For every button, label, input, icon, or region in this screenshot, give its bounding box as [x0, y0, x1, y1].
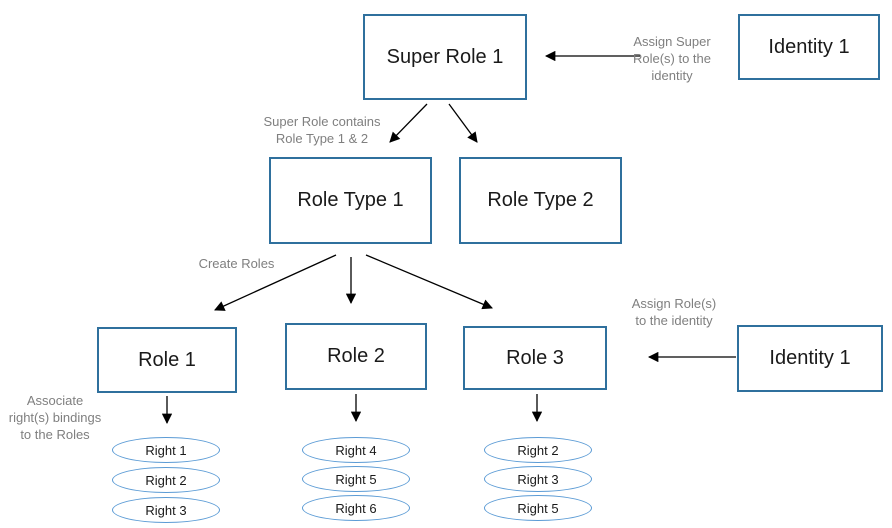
- arrow-super-role-to-role-type-2: [448, 103, 478, 143]
- label-associate-rights: Associate right(s) bindings to the Roles: [8, 393, 102, 442]
- label-super-role-contains: Super Role contains Role Type 1 & 2: [263, 114, 381, 146]
- node-role-type-1: Role Type 1: [269, 157, 432, 244]
- node-identity-1-top: Identity 1: [738, 14, 880, 80]
- right-ellipse: Right 2: [112, 467, 220, 493]
- node-role-1: Role 1: [97, 327, 237, 393]
- label-create-roles: Create Roles: [198, 256, 275, 271]
- label-assign-super-role: Assign Super Role(s) to the identity: [632, 34, 712, 83]
- right-ellipse: Right 3: [112, 497, 220, 523]
- right-ellipse: Right 5: [302, 466, 410, 492]
- right-ellipse: Right 3: [484, 466, 592, 492]
- node-role-2: Role 2: [285, 323, 427, 390]
- right-ellipse: Right 1: [112, 437, 220, 463]
- right-ellipse: Right 5: [484, 495, 592, 521]
- arrow-role-type-1-to-role-3: [365, 254, 493, 310]
- node-super-role-1: Super Role 1: [363, 14, 527, 100]
- label-assign-roles: Assign Role(s) to the identity: [631, 296, 717, 328]
- right-ellipse: Right 2: [484, 437, 592, 463]
- node-role-type-2: Role Type 2: [459, 157, 622, 244]
- node-role-3: Role 3: [463, 326, 607, 390]
- node-identity-1-bottom: Identity 1: [737, 325, 883, 392]
- right-ellipse: Right 6: [302, 495, 410, 521]
- right-ellipse: Right 4: [302, 437, 410, 463]
